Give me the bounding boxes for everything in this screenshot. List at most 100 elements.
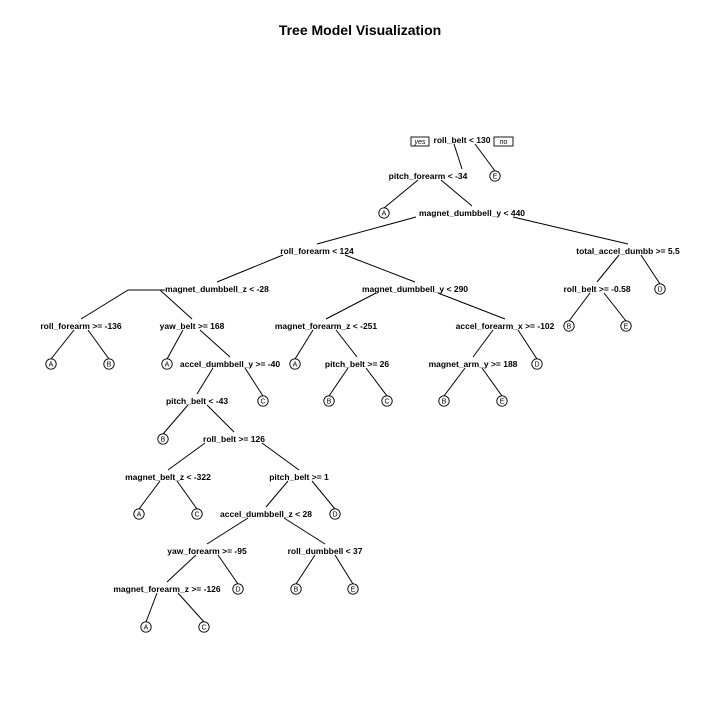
leaf-class-label: C: [194, 511, 199, 518]
leaf-class-label: B: [327, 398, 332, 405]
leaf-circle: [161, 358, 173, 370]
leaf-node: C: [191, 508, 203, 520]
leaf-node: C: [198, 621, 210, 633]
edge-n41-l44: [295, 554, 316, 585]
edge-n26-l32: [162, 404, 189, 435]
edge-n40-n42: [166, 554, 197, 583]
leaf-node: E: [496, 395, 508, 407]
split-label: roll_forearm >= -136: [40, 321, 122, 331]
edge-n33-n34: [167, 442, 206, 471]
leaf-circle: [347, 583, 359, 595]
leaf-circle: [157, 433, 169, 445]
split-label: magnet_dumbbell_y < 440: [419, 208, 525, 218]
leaf-class-label: E: [351, 586, 356, 593]
leaf-node: A: [161, 358, 173, 370]
leaf-class-label: C: [201, 624, 206, 631]
split-label: roll_belt < 130: [434, 135, 491, 145]
leaf-node: B: [438, 395, 450, 407]
leaf-node: E: [620, 320, 632, 332]
edge-n34-l37: [176, 480, 198, 510]
edge-n15-n24: [472, 329, 494, 358]
edge-n14-n23: [335, 329, 358, 358]
leaf-circle: [289, 358, 301, 370]
edge-n8-n13: [159, 289, 193, 320]
edge-n7-l11: [640, 254, 661, 285]
edge-n6-n9: [344, 254, 416, 283]
leaf-class-label: B: [161, 436, 166, 443]
leaf-circle: [257, 395, 269, 407]
leaf-node: B: [103, 358, 115, 370]
no-label: no: [500, 139, 508, 146]
edge-n34-l36: [138, 480, 161, 510]
leaf-class-label: E: [624, 323, 629, 330]
leaf-class-label: C: [384, 398, 389, 405]
split-label: accel_dumbbell_y >= -40: [180, 359, 280, 369]
leaf-class-label: D: [332, 511, 337, 518]
leaf-node: E: [347, 583, 359, 595]
split-label: magnet_forearm_z < -251: [275, 321, 378, 331]
edge-n9-n15: [437, 292, 506, 320]
leaf-circle: [323, 395, 335, 407]
edge-n9-n14: [325, 292, 377, 320]
leaf-class-label: B: [567, 323, 572, 330]
split-label: yaw_forearm >= -95: [167, 546, 247, 556]
leaf-circle: [438, 395, 450, 407]
leaf-circle: [654, 283, 666, 295]
leaf-node: D: [654, 283, 666, 295]
no-box: [493, 136, 514, 147]
leaf-circle: [563, 320, 575, 332]
edge-n6-n8: [216, 254, 284, 283]
leaf-node: A: [133, 508, 145, 520]
split-label: pitch_belt >= 1: [269, 472, 329, 482]
leaf-node: C: [381, 395, 393, 407]
split-label: roll_forearm < 124: [280, 246, 354, 256]
leaf-circle: [378, 207, 390, 219]
leaf-node: D: [329, 508, 341, 520]
edge-n13-n21: [199, 329, 231, 358]
leaf-class-label: A: [137, 511, 142, 518]
leaf-circle: [489, 170, 501, 182]
edge-n12-l19: [87, 329, 110, 360]
split-label: accel_forearm_x >= -102: [456, 321, 555, 331]
leaf-circle: [198, 621, 210, 633]
edge-n21-n26: [196, 367, 214, 395]
leaf-circle: [133, 508, 145, 520]
edge-n15-l25: [517, 329, 538, 360]
edge-n1-l3: [474, 143, 496, 172]
leaf-class-label: B: [442, 398, 447, 405]
split-label: magnet_dumbbell_y < 290: [362, 284, 468, 294]
edge-n21-l27: [244, 367, 264, 397]
leaf-node: D: [232, 583, 244, 595]
edge-n33-n35: [261, 442, 300, 471]
edge-n26-n33: [206, 404, 235, 433]
leaf-class-label: A: [293, 361, 298, 368]
split-label: magnet_dumbbell_z < -28: [165, 284, 269, 294]
leaf-node: D: [531, 358, 543, 370]
split-label: pitch_forearm < -34: [389, 171, 468, 181]
chart-title: Tree Model Visualization: [278, 22, 442, 38]
leaf-node: E: [489, 170, 501, 182]
leaf-circle: [140, 621, 152, 633]
split-label: roll_belt >= 126: [203, 434, 265, 444]
split-label: yaw_belt >= 168: [160, 321, 225, 331]
edge-n13-l20: [166, 329, 184, 360]
edge-n2-l4: [383, 179, 419, 209]
split-label: magnet_forearm_z >= -126: [113, 584, 221, 594]
edge-n14-l22: [294, 329, 314, 360]
split-label: roll_dumbbell < 37: [288, 546, 363, 556]
leaf-class-label: E: [500, 398, 505, 405]
edge-n23-l29: [365, 367, 388, 397]
split-label: pitch_belt >= 26: [325, 359, 390, 369]
split-label: roll_belt >= -0.58: [563, 284, 630, 294]
leaf-node: B: [563, 320, 575, 332]
split-label: total_accel_dumbb >= 5.5: [576, 246, 680, 256]
edge-n8-n12: [80, 289, 129, 320]
leaf-class-label: A: [165, 361, 170, 368]
leaf-circle: [496, 395, 508, 407]
edge-n35-l39: [311, 480, 336, 510]
leaf-circle: [329, 508, 341, 520]
edge-n12-l18: [50, 329, 75, 360]
leaf-circle: [191, 508, 203, 520]
edge-n10-l16: [568, 292, 591, 322]
